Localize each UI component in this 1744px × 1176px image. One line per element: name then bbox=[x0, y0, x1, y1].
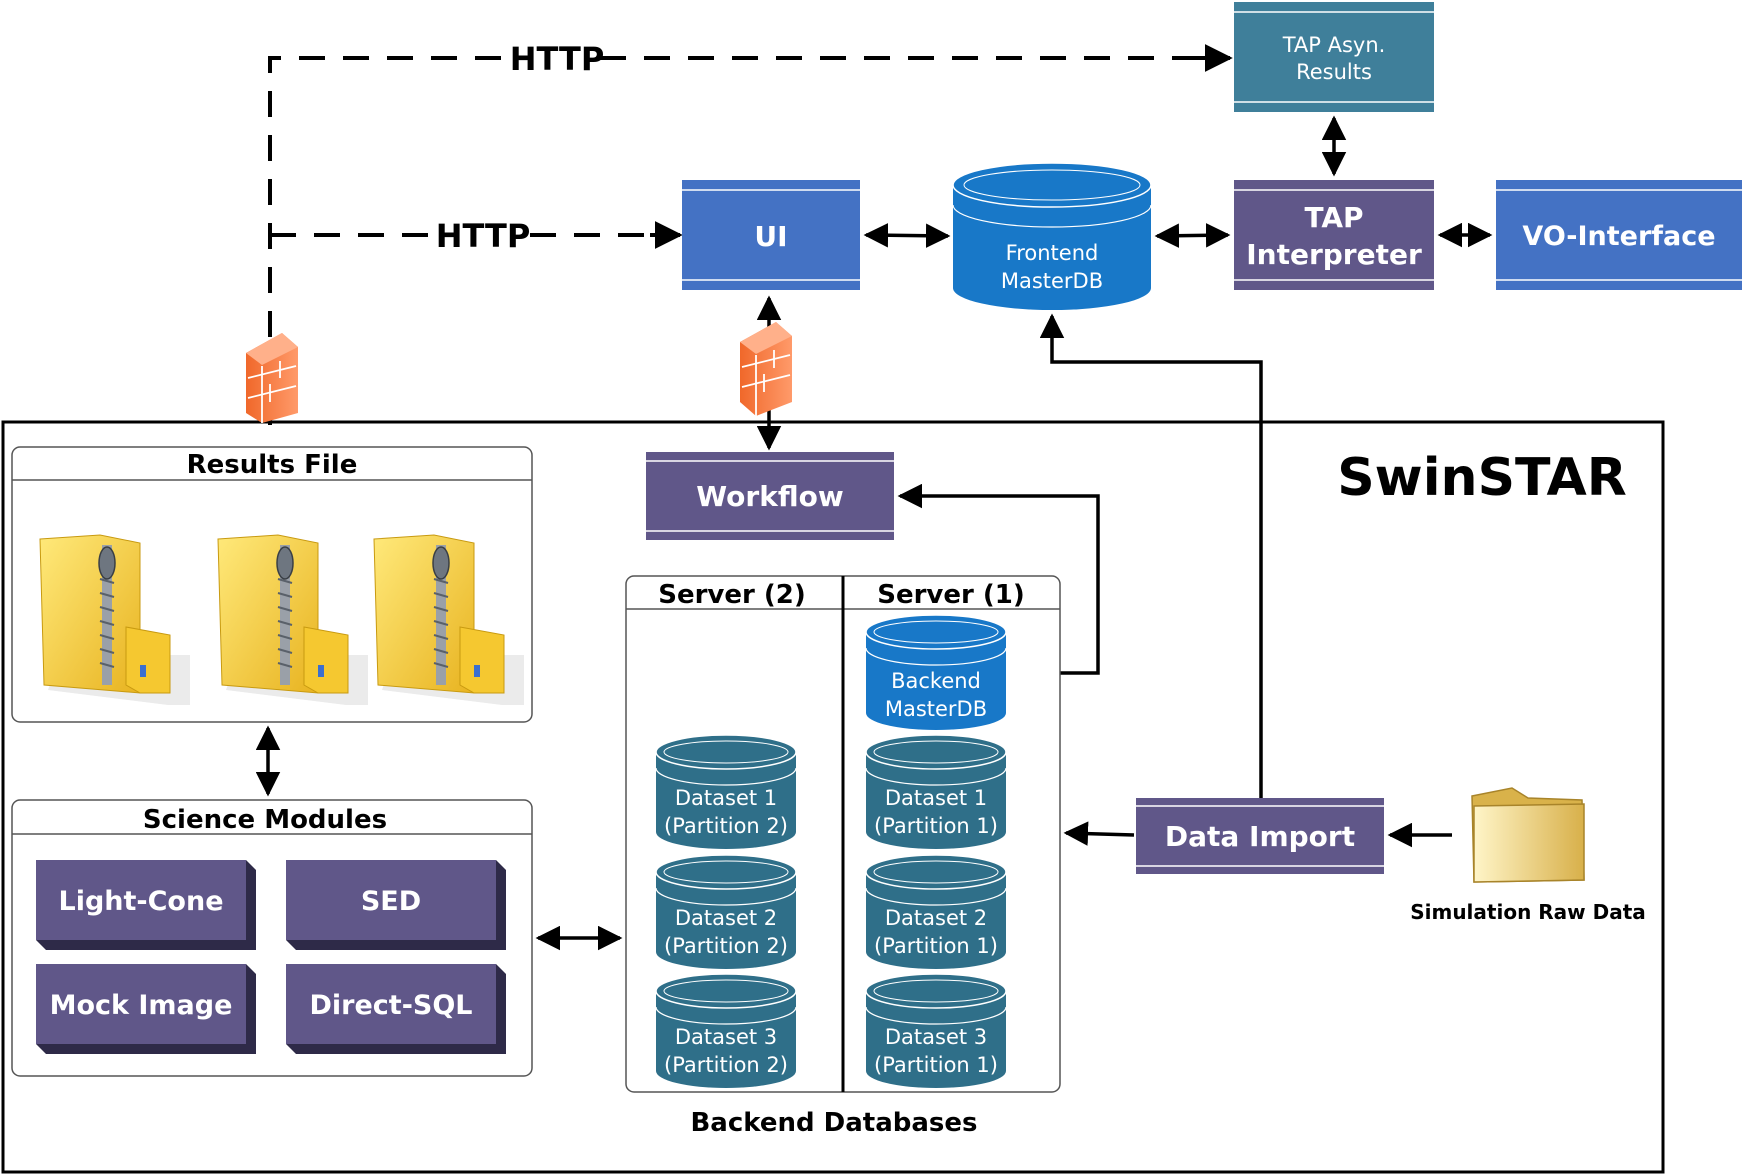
dataset-cylinder: Dataset 2 (Partition 2) bbox=[655, 854, 797, 969]
server1-title: Server (1) bbox=[877, 580, 1025, 610]
zip-folder-icon bbox=[39, 534, 190, 705]
zip-folder-icon bbox=[373, 534, 524, 705]
dataset-label: Dataset 1 bbox=[675, 786, 777, 810]
backend-databases-label: Backend Databases bbox=[690, 1108, 977, 1138]
http-mid-label: HTTP bbox=[436, 217, 531, 255]
partition-label: (Partition 2) bbox=[664, 934, 788, 958]
server2-title: Server (2) bbox=[658, 580, 806, 610]
workflow-label: Workflow bbox=[696, 480, 843, 513]
dataset-label: Dataset 2 bbox=[885, 906, 987, 930]
swinstar-title: SwinSTAR bbox=[1337, 448, 1627, 508]
backend-masterdb: Backend MasterDB bbox=[865, 614, 1007, 730]
backend-db-label-1: Backend bbox=[891, 669, 981, 693]
module-sed-label: SED bbox=[361, 886, 421, 917]
dataset-label: Dataset 3 bbox=[885, 1025, 987, 1049]
results-file-title: Results File bbox=[187, 450, 358, 480]
dataset-label: Dataset 1 bbox=[885, 786, 987, 810]
partition-label: (Partition 1) bbox=[874, 814, 998, 838]
science-modules-title: Science Modules bbox=[143, 805, 387, 835]
module-light-cone: Light-Cone bbox=[36, 860, 256, 950]
http-top-label: HTTP bbox=[510, 40, 605, 78]
vo-interface-box: VO-Interface bbox=[1496, 180, 1742, 290]
dataset-cylinder: Dataset 3 (Partition 2) bbox=[655, 973, 797, 1088]
workflow-box: Workflow bbox=[646, 452, 894, 540]
zip-folder-icon bbox=[217, 534, 368, 705]
module-light-cone-label: Light-Cone bbox=[58, 886, 223, 917]
vo-interface-label: VO-Interface bbox=[1522, 221, 1715, 252]
arrow-dataimport-servers bbox=[1063, 821, 1135, 846]
arrow-frontend-tap bbox=[1154, 223, 1231, 248]
backend-db-label-2: MasterDB bbox=[885, 697, 987, 721]
simulation-raw-data-label: Simulation Raw Data bbox=[1410, 900, 1646, 924]
dataset-cylinder: Dataset 2 (Partition 1) bbox=[865, 854, 1007, 969]
partition-label: (Partition 2) bbox=[664, 814, 788, 838]
partition-label: (Partition 1) bbox=[874, 934, 998, 958]
data-import-label: Data Import bbox=[1165, 820, 1355, 853]
module-sed: SED bbox=[286, 860, 506, 950]
swinstar-boundary bbox=[1, 420, 1665, 1174]
module-direct-sql-label: Direct-SQL bbox=[309, 990, 472, 1021]
dataset-cylinder: Dataset 3 (Partition 1) bbox=[865, 973, 1007, 1088]
tap-results-label-2: Results bbox=[1296, 60, 1372, 84]
tap-results-box: TAP Asyn. Results bbox=[1234, 2, 1434, 112]
partition-label: (Partition 2) bbox=[664, 1053, 788, 1077]
firewall-icon bbox=[246, 333, 298, 423]
module-mock-image-label: Mock Image bbox=[50, 990, 233, 1021]
arrow-ui-frontend bbox=[863, 223, 951, 248]
ui-box: UI bbox=[682, 180, 860, 290]
tap-interpreter-label-1: TAP bbox=[1304, 201, 1363, 234]
tap-results-label-1: TAP Asyn. bbox=[1282, 33, 1386, 57]
tap-interpreter-label-2: Interpreter bbox=[1246, 238, 1422, 271]
module-direct-sql: Direct-SQL bbox=[286, 964, 506, 1054]
dataset-label: Dataset 3 bbox=[675, 1025, 777, 1049]
dataset-cylinder: Dataset 1 (Partition 1) bbox=[865, 734, 1007, 849]
dataset-cylinder: Dataset 1 (Partition 2) bbox=[655, 734, 797, 849]
folder-icon bbox=[1471, 787, 1585, 883]
module-mock-image: Mock Image bbox=[36, 964, 256, 1054]
dataset-label: Dataset 2 bbox=[675, 906, 777, 930]
partition-label: (Partition 1) bbox=[874, 1053, 998, 1077]
ui-label: UI bbox=[754, 220, 787, 253]
firewall-icon bbox=[740, 322, 792, 416]
http-top-connector bbox=[268, 56, 1230, 425]
tap-interpreter-box: TAP Interpreter bbox=[1234, 180, 1434, 290]
frontend-db-label-2: MasterDB bbox=[1001, 269, 1103, 293]
arrow-dataimport-frontend bbox=[1039, 313, 1263, 798]
data-import-box: Data Import bbox=[1136, 798, 1384, 874]
frontend-masterdb: Frontend MasterDB bbox=[952, 162, 1152, 310]
frontend-db-label-1: Frontend bbox=[1006, 241, 1099, 265]
